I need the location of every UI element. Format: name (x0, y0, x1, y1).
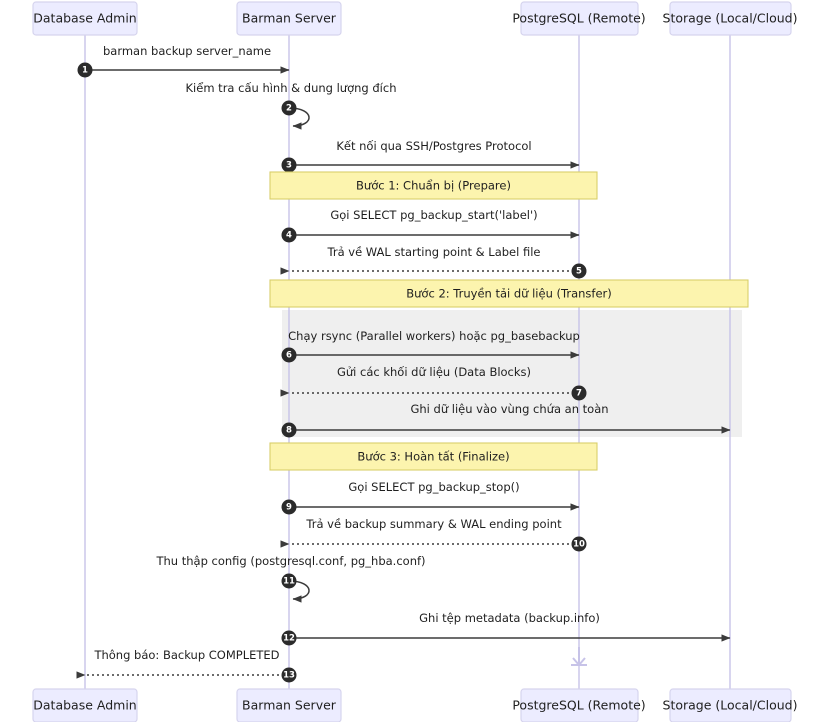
sequence-badge-number: 4 (286, 231, 292, 241)
sequence-badge-number: 11 (283, 577, 295, 587)
note-step3: Bước 3: Hoàn tất (Finalize) (269, 442, 598, 471)
message-9: Gọi SELECT pg_backup_stop() 9 (281, 480, 580, 515)
sequence-badge (77, 62, 93, 78)
note-step1: Bước 1: Chuẩn bị (Prepare) (269, 171, 598, 200)
message-label: Trả về WAL starting point & Label file (327, 245, 541, 259)
sequence-badge-number: 13 (283, 671, 295, 681)
destroy-markers (571, 647, 587, 667)
sequence-badge-number: 2 (286, 104, 292, 114)
sequence-badge-number: 3 (286, 161, 292, 171)
message-7: Gửi các khối dữ liệu (Data Blocks) 7 (280, 365, 587, 401)
message-label: Kiểm tra cấu hình & dung lượng đích (186, 81, 397, 95)
sequence-badge (281, 100, 297, 116)
participant-label: Database Admin (33, 11, 136, 26)
message-label: Thu thập config (postgresql.conf, pg_hba… (155, 554, 425, 568)
message-2: Kiểm tra cấu hình & dung lượng đích 2 (186, 81, 397, 130)
message-label: Ghi dữ liệu vào vùng chứa an toàn (410, 402, 608, 416)
participant-postgres-top[interactable]: PostgreSQL (Remote) (512, 1, 646, 36)
sequence-badge (281, 667, 297, 683)
participant-label: PostgreSQL (Remote) (512, 11, 645, 26)
note-step2: Bước 2: Truyền tải dữ liệu (Transfer) (269, 279, 749, 308)
participant-label: Storage (Local/Cloud) (663, 698, 798, 713)
sequence-badge-number: 7 (576, 389, 582, 399)
message-13: Thông báo: Backup COMPLETED 13 (76, 648, 297, 683)
participant-storage-top[interactable]: Storage (Local/Cloud) (663, 1, 798, 36)
message-8: Ghi dữ liệu vào vùng chứa an toàn 8 (281, 402, 731, 438)
message-label: barman backup server_name (103, 44, 271, 58)
message-label: Gửi các khối dữ liệu (Data Blocks) (337, 365, 531, 379)
note-label: Bước 1: Chuẩn bị (Prepare) (356, 179, 511, 193)
participant-label: Storage (Local/Cloud) (663, 11, 798, 26)
sequence-badge-number: 9 (286, 503, 292, 513)
message-label: Gọi SELECT pg_backup_start('label') (330, 208, 537, 222)
sequence-badge (281, 422, 297, 438)
sequence-badge (281, 157, 297, 173)
participant-label: Barman Server (242, 698, 337, 713)
sequence-badge-number: 10 (573, 540, 585, 550)
sequence-badge (281, 227, 297, 243)
message-label: Kết nối qua SSH/Postgres Protocol (336, 139, 531, 153)
message-4: Gọi SELECT pg_backup_start('label') 4 (281, 208, 580, 243)
highlight-regions (282, 310, 742, 437)
participant-label: Database Admin (33, 698, 136, 713)
participant-postgres-bottom[interactable]: PostgreSQL (Remote) (512, 688, 646, 722)
message-6: Chạy rsync (Parallel workers) hoặc pg_ba… (281, 329, 580, 363)
participant-label: PostgreSQL (Remote) (512, 698, 645, 713)
participant-barman-top[interactable]: Barman Server (236, 1, 342, 36)
message-label: Ghi tệp metadata (backup.info) (419, 611, 600, 625)
message-1: barman backup server_name 1 (77, 44, 290, 78)
sequence-badge (281, 630, 297, 646)
participants-bottom: Database Admin Barman Server PostgreSQL (R… (32, 688, 798, 722)
message-12: Ghi tệp metadata (backup.info) 12 (281, 611, 731, 646)
transfer-highlight-region (282, 310, 742, 437)
participant-admin-top[interactable]: Database Admin (32, 1, 138, 36)
message-3: Kết nối qua SSH/Postgres Protocol 3 (281, 139, 580, 173)
message-10: Trả về backup summary & WAL ending point… (280, 517, 587, 552)
participants-top: Database Admin Barman Server PostgreSQL (R… (32, 1, 798, 36)
sequence-badge (571, 385, 587, 401)
sequence-badge-number: 5 (576, 267, 582, 277)
message-label: Trả về backup summary & WAL ending point (305, 517, 562, 531)
sequence-badge (281, 499, 297, 515)
participant-admin-bottom[interactable]: Database Admin (32, 688, 138, 722)
destroy-marker-postgres (571, 647, 587, 667)
note-label: Bước 3: Hoàn tất (Finalize) (357, 450, 509, 464)
note-label: Bước 2: Truyền tải dữ liệu (Transfer) (406, 287, 612, 301)
participant-barman-bottom[interactable]: Barman Server (236, 688, 342, 722)
sequence-badge (281, 573, 297, 589)
sequence-badge-number: 12 (283, 634, 295, 644)
step-notes: Bước 1: Chuẩn bị (Prepare) Bước 2: Truyền… (269, 171, 749, 471)
sequence-badge (571, 536, 587, 552)
participant-label: Barman Server (242, 11, 337, 26)
sequence-badge-number: 1 (82, 66, 88, 76)
participant-storage-bottom[interactable]: Storage (Local/Cloud) (663, 688, 798, 722)
message-label: Thông báo: Backup COMPLETED (93, 648, 279, 662)
message-11: Thu thập config (postgresql.conf, pg_hba… (155, 554, 426, 603)
sequence-badge (571, 263, 587, 279)
sequence-badge-number: 6 (286, 351, 292, 361)
message-5: Trả về WAL starting point & Label file 5 (280, 245, 587, 279)
sequence-badge (281, 347, 297, 363)
message-label: Gọi SELECT pg_backup_stop() (348, 480, 519, 494)
message-label: Chạy rsync (Parallel workers) hoặc pg_ba… (288, 329, 580, 343)
sequence-badge-number: 8 (286, 426, 292, 436)
